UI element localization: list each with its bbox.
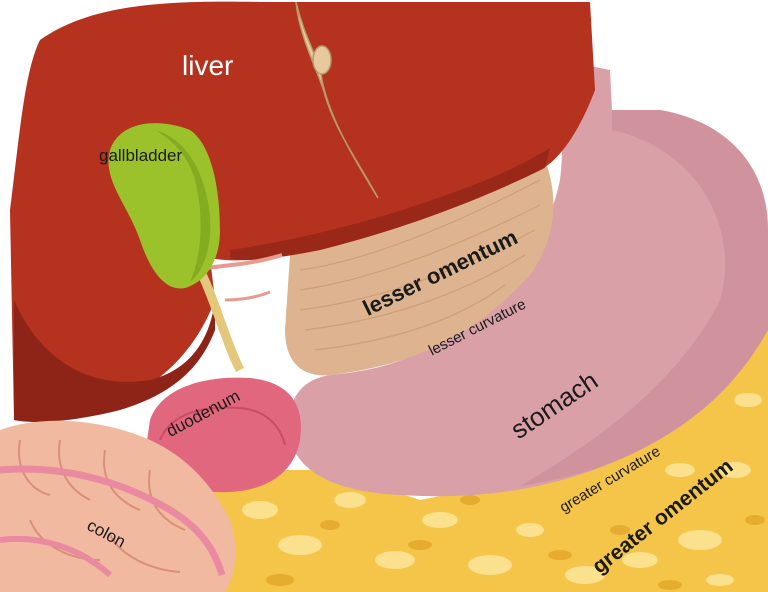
lesser-omentum-shape bbox=[285, 160, 554, 376]
label-liver: liver bbox=[182, 50, 234, 81]
greater-omentum-fat bbox=[210, 330, 768, 592]
label-gallbladder: gallbladder bbox=[99, 146, 183, 165]
liver-shape bbox=[10, 1, 595, 422]
colon-shape bbox=[0, 420, 236, 592]
bile-duct bbox=[195, 253, 283, 373]
gallbladder-shape bbox=[108, 123, 220, 289]
